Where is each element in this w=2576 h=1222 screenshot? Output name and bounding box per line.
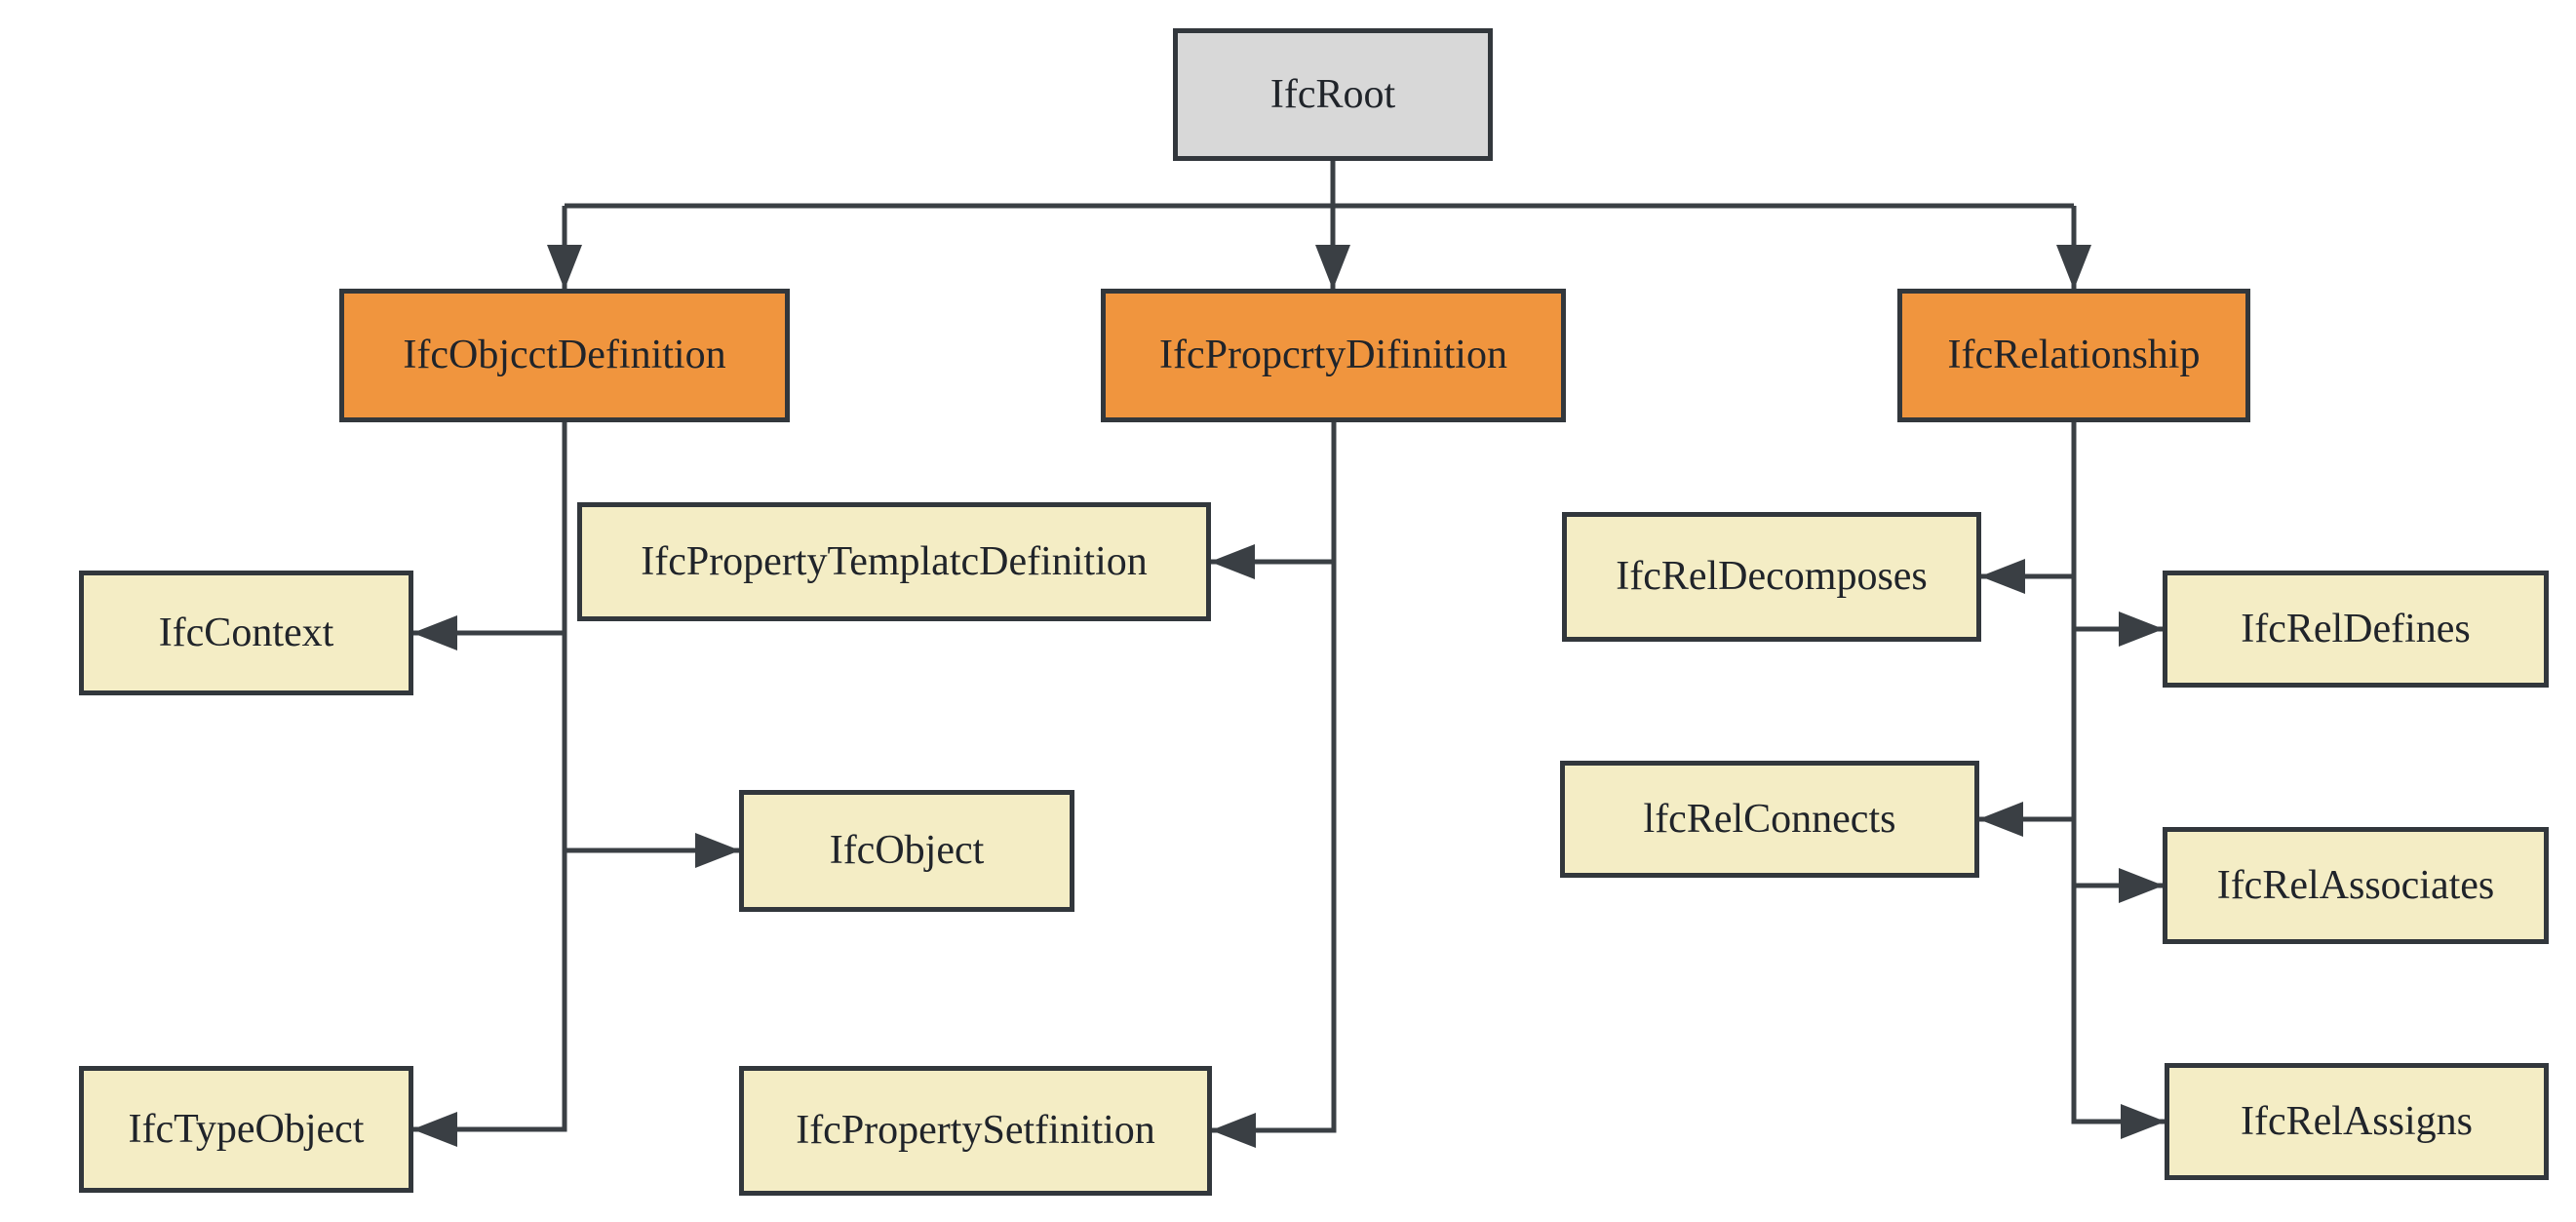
node-label: lfcRelConnects (1643, 796, 1896, 842)
node-ifc-rel-decomposes: IfcRelDecomposes (1562, 512, 1981, 642)
node-label: IfcPropcrtyDifinition (1159, 333, 1507, 378)
node-label: IfcRelDefines (2241, 606, 2471, 651)
node-label: IfcPropertySetfinition (796, 1108, 1155, 1154)
node-ifc-rel-defines: IfcRelDefines (2163, 571, 2549, 688)
node-ifc-relationship: IfcRelationship (1897, 289, 2250, 422)
node-ifc-type-object: IfcTypeObject (79, 1066, 413, 1193)
node-label: IfcRelDecomposes (1616, 554, 1928, 600)
node-label: IfcRelationship (1947, 333, 2201, 378)
node-ifc-property-definition: IfcPropcrtyDifinition (1101, 289, 1566, 422)
node-label: IfcTypeObject (128, 1106, 365, 1152)
node-ifc-context: IfcContext (79, 571, 413, 695)
node-label: IfcRelAssigns (2241, 1098, 2473, 1144)
node-ifc-rel-connects: lfcRelConnects (1560, 761, 1979, 878)
node-label: IfcRoot (1269, 71, 1396, 117)
node-label: IfcObject (829, 828, 985, 874)
node-ifc-property-template-definition: IfcPropertyTemplatcDefinition (577, 502, 1211, 621)
node-ifc-object: IfcObject (739, 790, 1074, 912)
node-ifc-object-definition: IfcObjcctDefinition (339, 289, 790, 422)
node-label: IfcContext (158, 610, 334, 655)
connector-propertydefinition-to-propertysetfinition (1211, 422, 1337, 1148)
node-label: IfcPropertyTemplatcDefinition (641, 538, 1148, 584)
node-ifc-property-setfinition: IfcPropertySetfinition (739, 1066, 1212, 1196)
node-label: IfcObjcctDefinition (403, 333, 726, 378)
node-ifc-rel-associates: IfcRelAssociates (2163, 827, 2549, 944)
connector-relationship-to-relassigns (2071, 422, 2166, 1139)
node-label: IfcRelAssociates (2216, 862, 2495, 908)
connector-objectdefinition-to-typeobject (412, 422, 567, 1147)
node-ifc-rel-assigns: IfcRelAssigns (2165, 1063, 2549, 1180)
node-ifc-root: IfcRoot (1173, 28, 1493, 161)
